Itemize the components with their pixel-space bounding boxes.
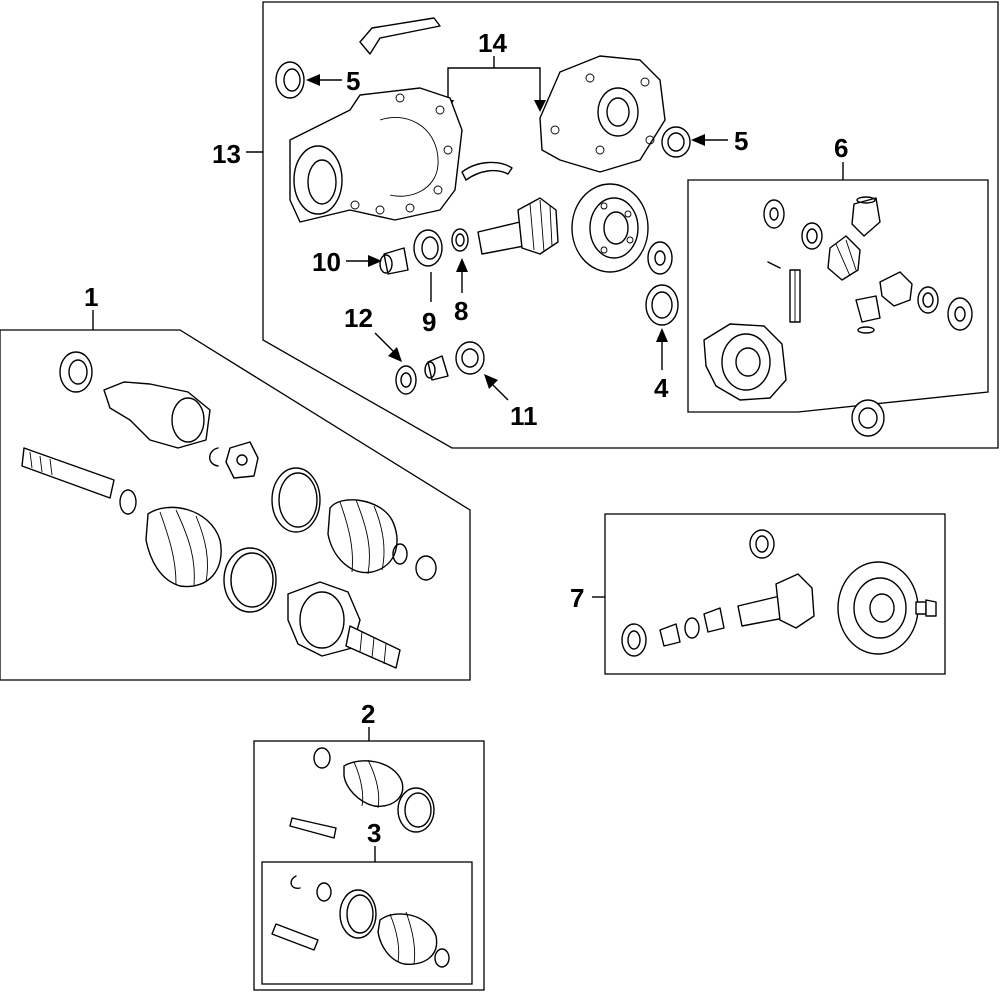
snap-ring-inner bbox=[209, 447, 219, 467]
pinion-shaft bbox=[789, 269, 801, 323]
inner-boot bbox=[145, 506, 222, 588]
side-gear-washer-far bbox=[947, 297, 973, 331]
inner-kit-grease bbox=[271, 923, 319, 951]
oil-seal-left bbox=[275, 61, 305, 99]
axle-shaft-box bbox=[0, 329, 471, 681]
side-gear-washer-right bbox=[917, 286, 939, 314]
boot-clamp-large-mid bbox=[271, 467, 321, 533]
outer-cv-joint bbox=[287, 581, 401, 669]
callout-5-top: 5 bbox=[346, 66, 360, 96]
side-gear-washer-left bbox=[763, 199, 785, 229]
callout-4: 4 bbox=[654, 373, 669, 403]
kit-bolt bbox=[915, 599, 937, 617]
inner-cv-housing bbox=[103, 381, 211, 449]
pinion-spacer bbox=[413, 229, 443, 267]
pinion-bearing bbox=[379, 247, 409, 275]
thrust-washer bbox=[647, 241, 673, 275]
kit-shim bbox=[684, 617, 700, 639]
leader-11 bbox=[491, 383, 509, 401]
callout-5-right: 5 bbox=[734, 126, 748, 156]
inner-kit-clamp-large bbox=[339, 889, 377, 939]
boot-kit-clamp-small bbox=[313, 747, 331, 769]
differential-case-box bbox=[687, 179, 989, 413]
kit-bearing-small bbox=[659, 623, 681, 647]
callout-12: 12 bbox=[344, 303, 373, 333]
differential-carrier-housing bbox=[289, 87, 463, 223]
callout-6: 6 bbox=[834, 133, 848, 163]
pinion-shim bbox=[451, 228, 469, 252]
drive-pinion bbox=[477, 197, 559, 255]
callout-2: 2 bbox=[361, 699, 375, 729]
callout-7: 7 bbox=[570, 583, 584, 613]
boot-clamp-small-right bbox=[415, 555, 437, 581]
pinion-oil-seal bbox=[455, 341, 485, 375]
outer-boot bbox=[327, 499, 408, 575]
arrow-14-right bbox=[534, 100, 546, 112]
callout-1: 1 bbox=[84, 282, 98, 312]
ring-gear bbox=[571, 183, 649, 273]
boot-kit-clamp-large bbox=[397, 787, 435, 833]
pinion-gear-top bbox=[851, 196, 881, 237]
kit-spacer bbox=[703, 607, 725, 633]
inner-boot-kit-box bbox=[261, 861, 473, 985]
callout-10: 10 bbox=[312, 247, 341, 277]
ring-pinion-box bbox=[604, 513, 946, 675]
side-gear-right bbox=[879, 271, 913, 307]
leader-12 bbox=[374, 332, 395, 353]
inner-kit-clamp-small bbox=[316, 882, 332, 902]
callout-8: 8 bbox=[454, 296, 468, 326]
boot-clamp-small-left bbox=[119, 489, 137, 515]
tripod-joint bbox=[225, 441, 259, 479]
oil-slinger bbox=[395, 365, 417, 395]
axle-shaft bbox=[21, 447, 115, 499]
gasket-strip bbox=[359, 17, 441, 55]
kit-ring-gear bbox=[837, 561, 919, 655]
kit-bearing-top bbox=[749, 529, 775, 559]
leader-14 bbox=[447, 67, 541, 103]
differential-assembly-box bbox=[262, 1, 999, 449]
inner-kit-boot bbox=[377, 911, 450, 968]
baffle-plate bbox=[461, 161, 513, 181]
callout-13: 13 bbox=[212, 139, 241, 169]
callout-9: 9 bbox=[422, 307, 436, 337]
boot-kit-grease bbox=[289, 817, 337, 839]
callout-11: 11 bbox=[510, 401, 538, 431]
pinion-pin-small bbox=[767, 261, 781, 269]
case-side-bearing bbox=[851, 399, 885, 437]
side-gear-left bbox=[827, 235, 861, 281]
inner-joint-seal bbox=[59, 351, 93, 393]
differential-case bbox=[703, 323, 787, 401]
callout-3: 3 bbox=[367, 818, 381, 848]
boot-clamp-large-left bbox=[223, 547, 277, 613]
side-bearing bbox=[645, 284, 679, 326]
differential-rear-cover bbox=[539, 55, 666, 173]
kit-pinion bbox=[737, 573, 815, 629]
spider-gear-washer bbox=[801, 222, 823, 250]
kit-oil-seal bbox=[621, 623, 647, 657]
callout-14: 14 bbox=[478, 28, 507, 58]
inner-kit-snap-ring bbox=[290, 875, 301, 889]
oil-seal-right bbox=[661, 126, 691, 158]
pinion-gear-bottom bbox=[855, 295, 881, 334]
boot-kit-boot bbox=[343, 759, 404, 809]
front-bearing bbox=[424, 355, 449, 381]
